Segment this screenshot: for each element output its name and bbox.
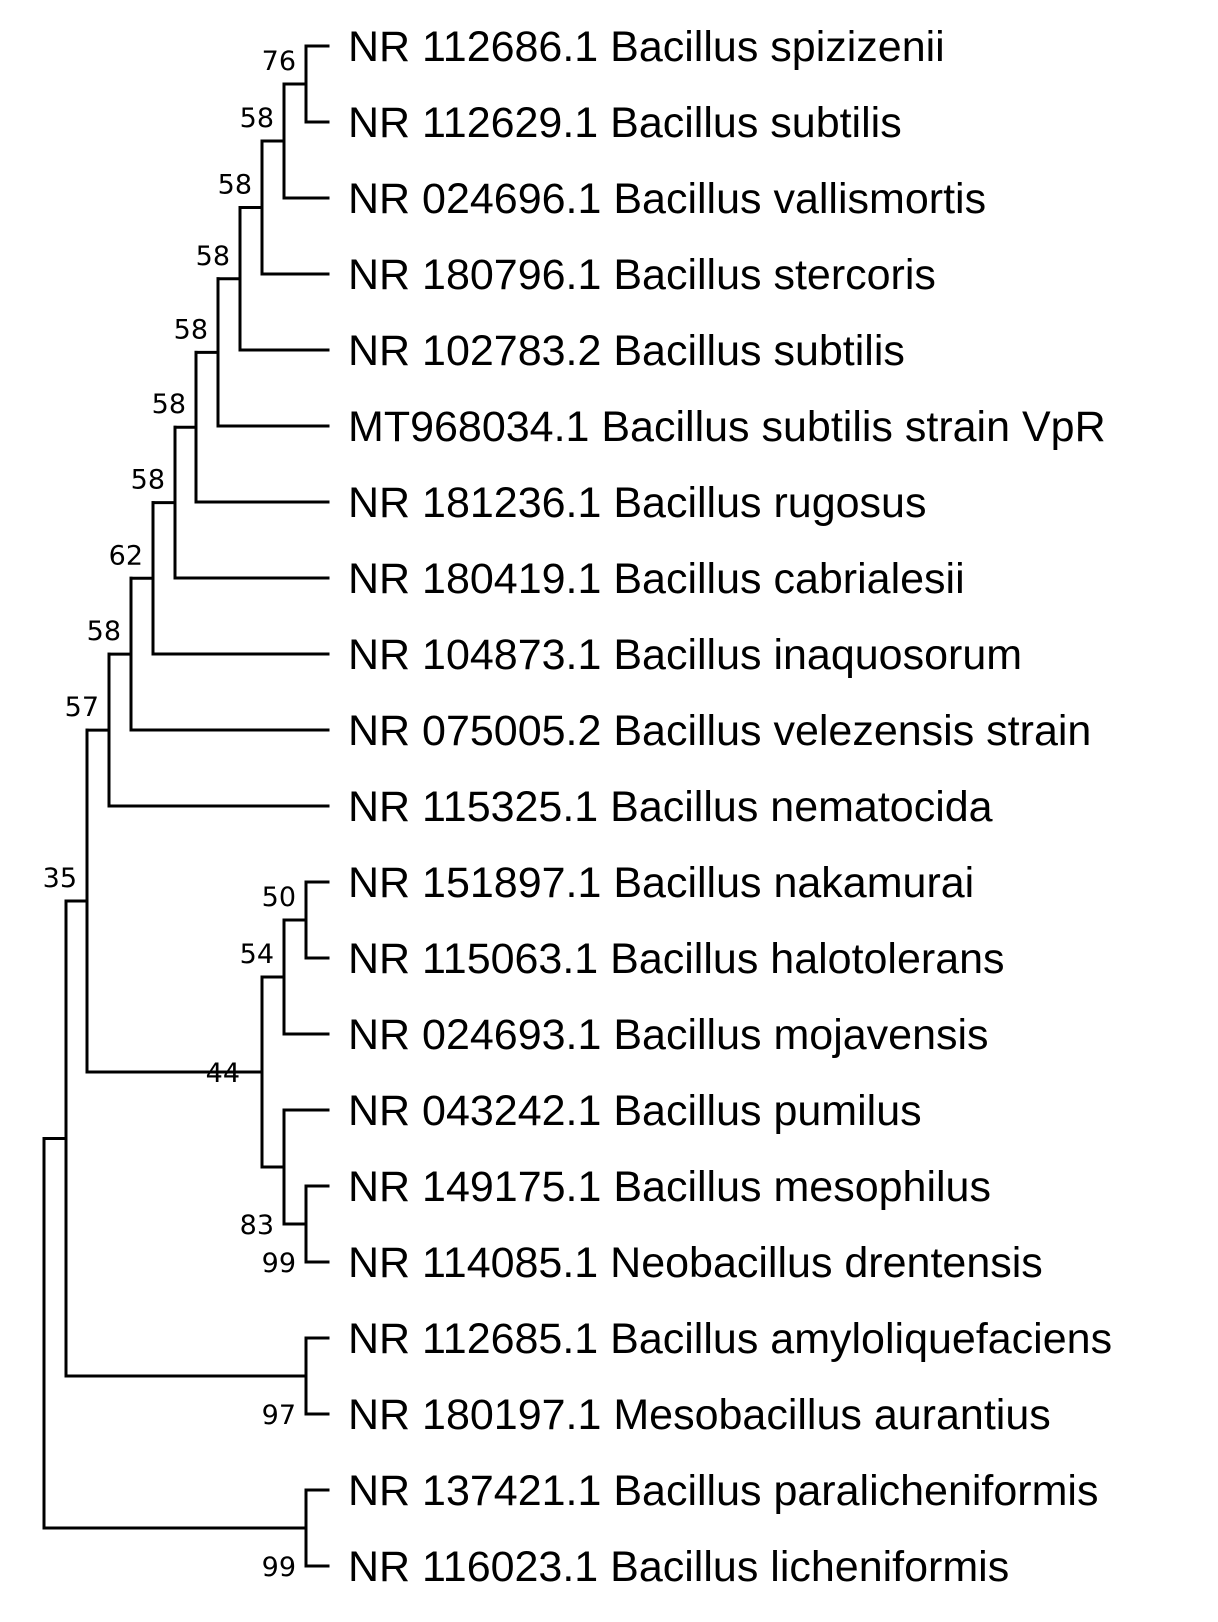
bootstrap-value: 99 xyxy=(262,1248,296,1279)
taxon-label: NR 137421.1 Bacillus paralicheniformis xyxy=(348,1467,1098,1515)
bootstrap-value: 58 xyxy=(174,314,208,345)
bootstrap-value: 58 xyxy=(131,465,165,496)
taxon-label: NR 112685.1 Bacillus amyloliquefaciens xyxy=(348,1315,1112,1363)
bootstrap-value: 58 xyxy=(152,389,186,420)
taxon-label: NR 043242.1 Bacillus pumilus xyxy=(348,1087,922,1135)
taxon-label: NR 104873.1 Bacillus inaquosorum xyxy=(348,631,1022,679)
taxon-label: NR 024693.1 Bacillus mojavensis xyxy=(348,1011,989,1059)
taxon-label: NR 180197.1 Mesobacillus aurantius xyxy=(348,1391,1051,1439)
bootstrap-value: 50 xyxy=(262,882,296,913)
taxon-label: NR 114085.1 Neobacillus drentensis xyxy=(348,1239,1043,1287)
bootstrap-value: 58 xyxy=(196,241,230,272)
taxon-label: NR 024696.1 Bacillus vallismortis xyxy=(348,175,986,223)
taxon-label: NR 116023.1 Bacillus licheniformis xyxy=(348,1543,1009,1591)
taxon-label: NR 102783.2 Bacillus subtilis xyxy=(348,327,905,375)
bootstrap-value: 97 xyxy=(262,1400,296,1431)
taxon-labels: NR 112686.1 Bacillus spizizenii NR 112629… xyxy=(348,23,1112,1591)
taxon-label: NR 115063.1 Bacillus halotolerans xyxy=(348,935,1005,983)
bootstrap-value: 58 xyxy=(218,170,252,201)
bootstrap-value: 35 xyxy=(43,863,77,894)
tree-branches xyxy=(42,44,330,1568)
bootstrap-value: 99 xyxy=(262,1552,296,1583)
taxon-label: NR 149175.1 Bacillus mesophilus xyxy=(348,1163,991,1211)
taxon-label: NR 180419.1 Bacillus cabrialesii xyxy=(348,555,965,603)
taxon-label: NR 151897.1 Bacillus nakamurai xyxy=(348,859,974,907)
taxon-label: NR 075005.2 Bacillus velezensis strain xyxy=(348,707,1091,755)
bootstrap-values: 76 58 58 58 58 58 58 62 58 57 50 54 99 83 44 35 97 99 xyxy=(43,46,296,1583)
taxon-label: NR 115325.1 Bacillus nematocida xyxy=(348,783,993,831)
taxon-label: NR 112686.1 Bacillus spizizenii xyxy=(348,23,945,71)
bootstrap-value: 83 xyxy=(240,1210,274,1241)
taxon-label: NR 180796.1 Bacillus stercoris xyxy=(348,251,936,299)
taxon-label: NR 181236.1 Bacillus rugosus xyxy=(348,479,926,527)
bootstrap-value: 58 xyxy=(240,103,274,134)
bootstrap-value: 76 xyxy=(262,46,296,77)
bootstrap-value: 58 xyxy=(87,616,121,647)
taxon-label: MT968034.1 Bacillus subtilis strain VpR xyxy=(348,403,1106,451)
taxon-label: NR 112629.1 Bacillus subtilis xyxy=(348,99,902,147)
bootstrap-value: 57 xyxy=(65,692,99,723)
bootstrap-value: 54 xyxy=(240,939,274,970)
bootstrap-value: 62 xyxy=(109,540,143,571)
bootstrap-value: 44 xyxy=(206,1058,240,1089)
